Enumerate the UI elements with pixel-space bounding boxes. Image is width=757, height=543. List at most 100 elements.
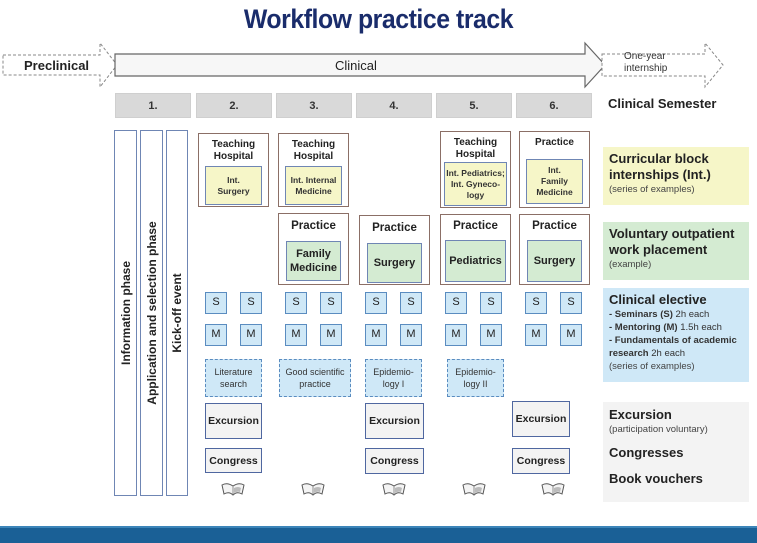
book-voucher-icon [541, 483, 565, 496]
semester-caption: Clinical Semester [608, 96, 717, 111]
seminar-box: S [320, 292, 342, 314]
outpatient-subject: Pediatrics [445, 240, 506, 282]
outpatient-sem4: Practice Surgery [359, 215, 430, 285]
seminar-box: S [445, 292, 467, 314]
seminar-box: S [205, 292, 227, 314]
block-internship-sem3: Teaching Hospital Int. Internal Medicine [278, 133, 349, 207]
legend-elective-item: - Fundamentals of academic research 2h e… [609, 335, 737, 359]
mentoring-box: M [400, 324, 422, 346]
legend-excursion-sub: (participation voluntary) [609, 424, 708, 435]
outpatient-place: Practice [453, 220, 498, 232]
legend-curricular-sub: (series of examples) [609, 184, 695, 195]
internship-label: One-year internship [624, 51, 667, 75]
legend-voluntary: Voluntary outpatient work placement (exa… [603, 222, 749, 280]
research-module: Epidemio-logy II [447, 359, 504, 397]
legend-curricular: Curricular block internships (Int.) (ser… [603, 147, 749, 205]
congress-box: Congress [365, 448, 424, 474]
outpatient-place: Practice [532, 220, 577, 232]
preclinical-label: Preclinical [24, 58, 90, 73]
block-internship-sem2: Teaching Hospital Int. Surgery [198, 133, 269, 207]
mentoring-box: M [320, 324, 342, 346]
research-module: Good scientific practice [279, 359, 351, 397]
congress-box: Congress [205, 448, 262, 473]
preclinical-arrow [2, 41, 118, 89]
legend-elective-item: - Seminars (S) 2h each [609, 309, 710, 320]
outpatient-sem3: Practice Family Medicine [278, 213, 349, 285]
research-module: Epidemio-logy I [365, 359, 422, 397]
outpatient-sem6: Practice Surgery [519, 214, 590, 285]
clinical-arrow [114, 41, 606, 89]
mentoring-box: M [285, 324, 307, 346]
semester-3: 3. [276, 93, 352, 118]
research-module: Literature search [205, 359, 262, 397]
seminar-box: S [400, 292, 422, 314]
internship-subject: Int. Pediatrics; Int. Gyneco-logy [444, 162, 507, 206]
outpatient-place: Practice [372, 222, 417, 234]
seminar-box: S [525, 292, 547, 314]
seminar-box: S [560, 292, 582, 314]
internship-place: Practice [535, 137, 574, 148]
seminar-box: S [480, 292, 502, 314]
semester-5: 5. [436, 93, 512, 118]
mentoring-box: M [240, 324, 262, 346]
outpatient-place: Practice [291, 220, 336, 232]
legend-events: Excursion (participation voluntary) Cong… [603, 402, 749, 502]
footer-bar [0, 526, 757, 543]
kickoff-event-label: Kick-off event [170, 273, 184, 353]
legend-elective-title: Clinical elective [609, 292, 707, 307]
mentoring-box: M [480, 324, 502, 346]
mentoring-box: M [365, 324, 387, 346]
seminar-box: S [240, 292, 262, 314]
legend-curricular-title: Curricular block internships (Int.) [609, 151, 711, 182]
legend-voluntary-title: Voluntary outpatient work placement [609, 226, 735, 257]
outpatient-sem5: Practice Pediatrics [440, 214, 511, 285]
excursion-box: Excursion [205, 403, 262, 439]
information-phase-bar: Information phase [114, 130, 137, 496]
block-internship-sem6: Practice Int. Family Medicine [519, 131, 590, 208]
excursion-box: Excursion [512, 401, 570, 437]
mentoring-box: M [560, 324, 582, 346]
internship-place: Teaching Hospital [453, 137, 498, 160]
mentoring-box: M [525, 324, 547, 346]
seminar-box: S [365, 292, 387, 314]
internship-arrow [601, 41, 724, 89]
book-voucher-icon [382, 483, 406, 496]
semester-4: 4. [356, 93, 432, 118]
kickoff-event-bar: Kick-off event [166, 130, 188, 496]
internship-place: Teaching Hospital [291, 139, 336, 162]
legend-elective-item: - Mentoring (M) 1.5h each [609, 322, 722, 333]
clinical-label: Clinical [335, 58, 377, 73]
page-title: Workflow practice track [243, 4, 514, 34]
information-phase-label: Information phase [118, 260, 133, 366]
internship-subject: Int. Family Medicine [526, 159, 583, 204]
legend-congresses: Congresses [609, 445, 684, 460]
outpatient-subject: Surgery [367, 243, 422, 283]
application-phase-label: Application and selection phase [144, 221, 159, 405]
mentoring-box: M [205, 324, 227, 346]
block-internship-sem5: Teaching Hospital Int. Pediatrics; Int. … [440, 131, 511, 208]
internship-label-line1: One-year [624, 51, 666, 62]
legend-excursion-title: Excursion [609, 407, 672, 422]
book-voucher-icon [301, 483, 325, 496]
book-voucher-icon [221, 483, 245, 496]
legend-clinical-elective: Clinical elective - Seminars (S) 2h each… [603, 288, 749, 382]
timeline-arrows [2, 41, 724, 89]
internship-subject: Int. Surgery [205, 166, 262, 205]
excursion-box: Excursion [365, 403, 424, 439]
semester-2: 2. [196, 93, 272, 118]
semester-6: 6. [516, 93, 592, 118]
internship-label-line2: internship [624, 63, 668, 74]
legend-book-vouchers: Book vouchers [609, 471, 703, 486]
legend-voluntary-sub: (example) [609, 259, 652, 270]
application-phase-bar: Application and selection phase [140, 130, 163, 496]
semester-1: 1. [115, 93, 191, 118]
internship-subject: Int. Internal Medicine [285, 166, 342, 205]
mentoring-box: M [445, 324, 467, 346]
seminar-box: S [285, 292, 307, 314]
congress-box: Congress [512, 448, 570, 474]
outpatient-subject: Family Medicine [286, 241, 341, 281]
legend-elective-sub: (series of examples) [609, 361, 695, 372]
internship-place: Teaching Hospital [211, 139, 256, 162]
book-voucher-icon [462, 483, 486, 496]
outpatient-subject: Surgery [527, 240, 582, 282]
